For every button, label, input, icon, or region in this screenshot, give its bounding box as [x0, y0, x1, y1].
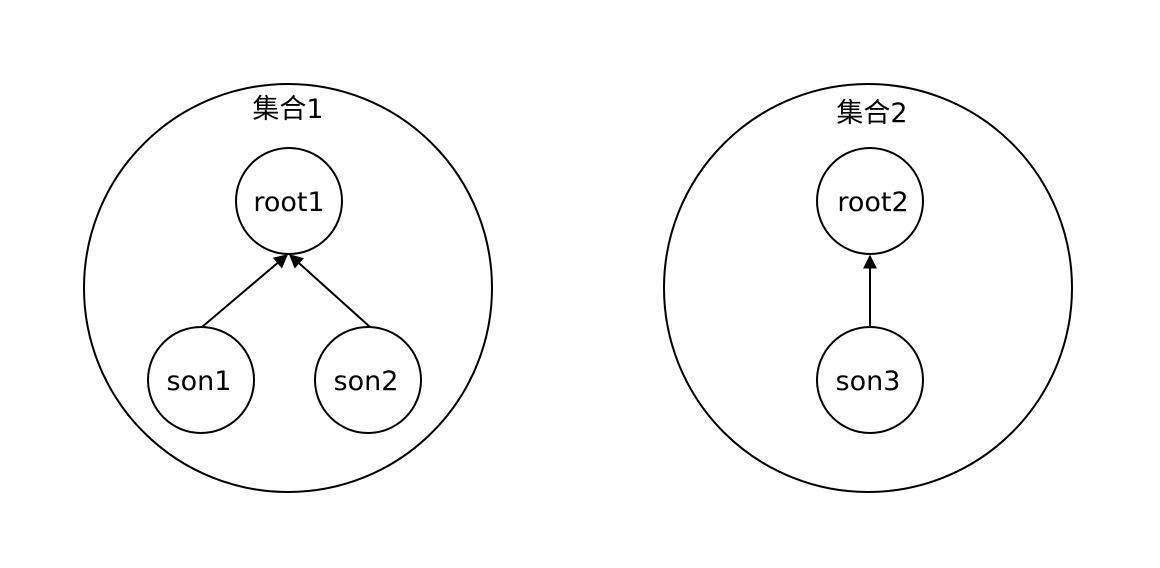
node-son3: son3 — [816, 326, 924, 434]
node-root1-label: root1 — [253, 187, 324, 218]
node-son1-label: son1 — [167, 366, 232, 397]
node-root1: root1 — [235, 147, 343, 255]
node-son2: son2 — [314, 326, 422, 434]
set-2-boundary — [663, 83, 1073, 493]
edge-son1-to-root1 — [201, 254, 289, 328]
set-1-title: 集合1 — [252, 94, 323, 125]
node-root1-circle — [235, 147, 343, 255]
node-son1: son1 — [147, 326, 255, 434]
set-1: 集合1 root1 son1 son2 — [83, 83, 493, 493]
node-son2-circle — [314, 326, 422, 434]
node-root2: root2 — [816, 147, 924, 255]
node-son3-circle — [816, 326, 924, 434]
set-2-title: 集合2 — [836, 98, 907, 129]
node-son3-label: son3 — [836, 366, 901, 397]
node-root2-circle — [816, 147, 924, 255]
edge-son2-to-root1 — [288, 254, 371, 328]
node-root2-label: root2 — [837, 187, 908, 218]
set-1-boundary — [83, 83, 493, 493]
set-2: 集合2 root2 son3 — [663, 83, 1073, 493]
node-son2-label: son2 — [334, 366, 399, 397]
node-son1-circle — [147, 326, 255, 434]
